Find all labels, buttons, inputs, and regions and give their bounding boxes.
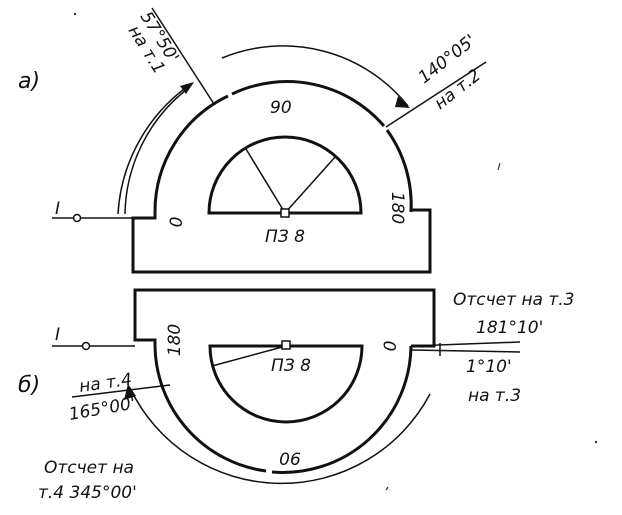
panel-a-scale-180: 180 [387, 192, 407, 224]
panel-b-reading3-title: Отсчет на т.3 [453, 290, 575, 310]
panel-b-tag: б) [18, 373, 40, 398]
panel-b-station-point [81, 341, 91, 351]
panel-b-reading4-line [71, 384, 171, 398]
panel-a-scale-0: 0 [167, 217, 187, 228]
panel-b-inner-semicircle [208, 344, 364, 424]
panel-b: б) I 180 0 06 ПЗ 8 Отсчет на т.3 181°10'… [18, 288, 575, 503]
speck-2 [594, 440, 598, 444]
panel-a-scale-90: 90 [270, 98, 292, 118]
panel-a-reading1-arrow-arc [117, 83, 192, 215]
panel-a-inner-semicircle [207, 135, 363, 215]
panel-a-center-mark [280, 208, 290, 218]
panel-b-outer-arc-right [271, 345, 413, 474]
speck-1 [73, 12, 77, 16]
panel-b-scale-180: 180 [165, 324, 185, 356]
panel-a-outer-arc-top [231, 80, 386, 127]
panel-a-base-plate [131, 208, 432, 274]
panel-a-reading1-arrow-arc-inner [124, 89, 187, 215]
panel-b-reading3-small: 1°10' [466, 357, 512, 377]
panel-b-scale-90: 06 [279, 450, 301, 470]
panel-a: а) I 90 0 180 ПЗ 8 57°50' на т.1 140°05'… [18, 7, 487, 274]
panel-a-radius-2 [284, 155, 337, 214]
panel-b-station-label: I [55, 325, 60, 345]
panel-b-reading4-arrow-arc [129, 387, 431, 485]
panel-b-center-mark [281, 340, 291, 350]
panel-b-reading4-value: 165°00' [67, 394, 137, 425]
panel-b-base-plate [133, 288, 436, 348]
panel-a-outer-arc-right [385, 129, 413, 213]
panel-a-reading1-arrowhead [180, 82, 194, 94]
panel-a-center-label: ПЗ 8 [265, 227, 305, 247]
panel-b-reading4-point: на т.4 [78, 370, 133, 397]
panel-b-reading3-line [410, 341, 521, 347]
panel-a-outer-arc-left [153, 94, 229, 213]
panel-a-station-label: I [55, 199, 60, 219]
panel-b-reading3-value: 181°10' [476, 318, 543, 338]
speck-4 [385, 486, 389, 491]
panel-b-radius [211, 345, 287, 367]
panel-a-reading2-arrowhead [395, 96, 410, 108]
panel-b-reading3-line-2 [410, 349, 521, 353]
panel-a-reading1-line [151, 7, 215, 105]
panel-b-center-label: ПЗ 8 [271, 356, 311, 376]
panel-a-radius-1 [245, 148, 286, 214]
panel-a-tag: а) [18, 69, 40, 94]
panel-b-reading4-title: Отсчет на [44, 458, 134, 478]
panel-a-reading2-arrow-arc [221, 45, 409, 107]
panel-b-reading4-full: т.4 345°00' [38, 483, 137, 503]
panel-b-scale-0: 0 [381, 341, 401, 352]
panel-b-reading3-point: на т.3 [468, 386, 521, 406]
panel-b-reading4-arrowhead [124, 384, 136, 400]
panel-a-station-point [72, 213, 82, 223]
panel-b-outer-arc-left [153, 345, 267, 473]
panel-a-reading2-line [385, 61, 487, 128]
speck-3 [497, 162, 501, 171]
